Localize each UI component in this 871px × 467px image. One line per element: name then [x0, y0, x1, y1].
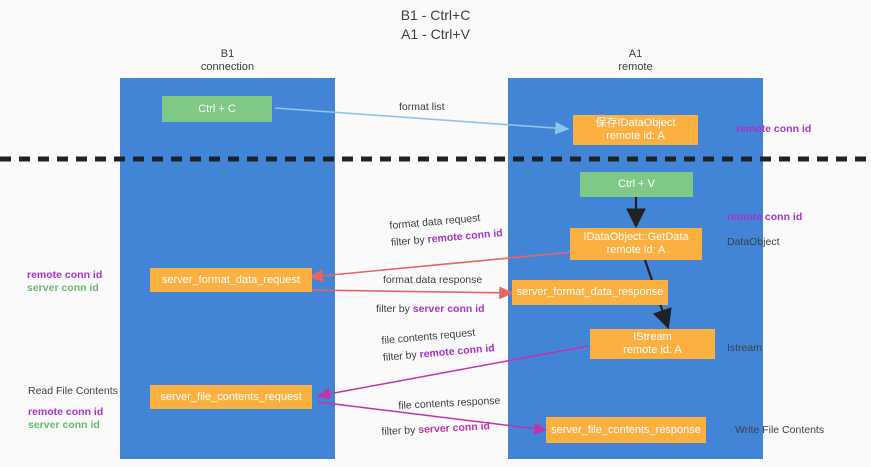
annotation-read-file-contents: Read File Contents [28, 385, 118, 397]
annotation-left-remote-conn-id: remote conn id [27, 269, 103, 281]
label-format-data-response-filter: filter by server conn id [376, 299, 485, 317]
label-format-list: format list [399, 101, 445, 113]
annotation-left-server-conn-id: server conn id [27, 282, 99, 294]
column-header-right: A1 remote [618, 48, 653, 73]
annotation-left-remote-conn-id-2: remote conn id [28, 406, 104, 418]
annotation-remote-conn-id-top: remote conn id [736, 123, 812, 135]
annotation-left-server-conn-id-2: server conn id [28, 419, 100, 431]
box-server-file-contents-response[interactable]: server_file_contents_response [546, 417, 706, 443]
label-file-contents-response: file contents response [398, 394, 501, 412]
annotation-dataobject: DataObject [727, 236, 780, 248]
annotation-istream: Istream [727, 342, 763, 354]
box-server-format-data-response[interactable]: server_format_data_response [512, 280, 668, 305]
box-idataobject-getdata[interactable]: IDataObject::GetData remote id: A [570, 228, 702, 260]
annotation-remote-conn-id-mid: remote conn id [727, 211, 803, 223]
filter-prefix: filter by [390, 233, 429, 249]
filter-prefix: filter by [376, 303, 413, 315]
filter-prefix: filter by [382, 348, 421, 364]
filter-key-remote-conn-id: remote conn id [427, 227, 504, 246]
filter-prefix: filter by [381, 424, 419, 438]
label-group-format-data-request: format data request filter by remote con… [389, 210, 503, 251]
filter-key-remote-conn-id: remote conn id [419, 342, 496, 361]
column-header-left: B1 connection [200, 48, 255, 73]
label-group-file-contents-request: file contents request filter by remote c… [381, 325, 495, 366]
filter-key-server-conn-id: server conn id [412, 303, 485, 315]
box-server-file-contents-request[interactable]: server_file_contents_request [150, 385, 312, 409]
label-format-data-response: format data response [383, 274, 483, 286]
box-server-format-data-request[interactable]: server_format_data_request [150, 268, 312, 292]
box-store-idataobject[interactable]: 保存IDataObject remote id: A [573, 115, 698, 145]
label-file-contents-response-filter: filter by server conn id [381, 416, 490, 440]
box-ctrl-v[interactable]: Ctrl + V [580, 172, 693, 197]
annotation-write-file-contents: Write File Contents [735, 424, 825, 436]
filter-key-server-conn-id: server conn id [417, 420, 491, 437]
box-istream[interactable]: IStream remote id: A [590, 329, 715, 359]
page-title: B1 - Ctrl+C A1 - Ctrl+V [400, 7, 471, 42]
box-ctrl-c[interactable]: Ctrl + C [162, 96, 272, 122]
